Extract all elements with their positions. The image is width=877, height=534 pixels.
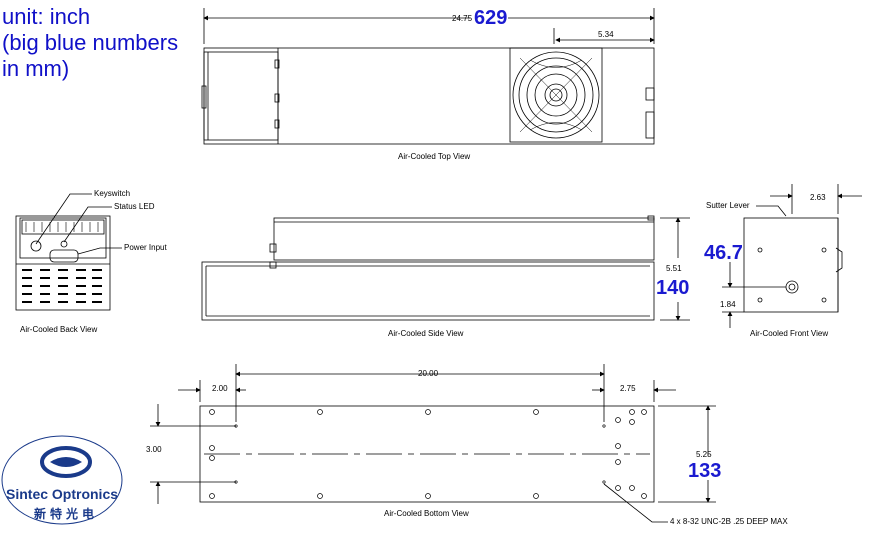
- unit-note-line1: unit: inch: [2, 4, 91, 29]
- keyswitch-label: Keyswitch: [94, 189, 131, 198]
- top-length-in: 24.75: [452, 14, 473, 23]
- unit-note: unit: inch (big blue numbers in mm): [2, 4, 178, 82]
- top-length-mm: 629: [474, 7, 508, 29]
- status-led-label: Status LED: [114, 202, 155, 211]
- logo-name: Sintec Optronics: [6, 486, 119, 502]
- logo-chinese: 新特光电: [34, 507, 99, 521]
- front-aperture-mm: 46.7: [704, 242, 743, 264]
- side-view-caption: Air-Cooled Side View: [388, 329, 464, 338]
- side-view-drawing: [201, 215, 690, 321]
- sintec-logo: [1, 435, 123, 525]
- bottom-row-spacing-in: 3.00: [146, 445, 162, 454]
- bottom-right-offset-in: 2.75: [620, 384, 636, 393]
- bottom-hole-span-in: 20.00: [418, 369, 439, 378]
- front-width-in: 2.63: [810, 193, 826, 202]
- bottom-view-drawing: [150, 364, 716, 523]
- bottom-width-in: 5.25: [696, 450, 712, 459]
- front-view-caption: Air-Cooled Front View: [750, 329, 829, 338]
- unit-note-line2: (big blue numbers: [2, 30, 179, 55]
- top-fan-offset-in: 5.34: [598, 30, 614, 39]
- unit-note-line3: in mm): [2, 56, 70, 81]
- bottom-left-offset-in: 2.00: [212, 384, 228, 393]
- bottom-width-mm: 133: [688, 460, 722, 482]
- bottom-view-caption: Air-Cooled Bottom View: [384, 509, 469, 518]
- thread-note: 4 x 8-32 UNC-2B .25 DEEP MAX: [670, 517, 788, 526]
- top-view-caption: Air-Cooled Top View: [398, 152, 471, 161]
- front-view-drawing: [722, 184, 862, 328]
- back-view-caption: Air-Cooled Back View: [20, 325, 98, 334]
- shutter-lever-label: Sutter Lever: [706, 201, 750, 210]
- back-view-drawing: [15, 193, 122, 311]
- side-height-in: 5.51: [666, 264, 682, 273]
- front-aperture-in: 1.84: [720, 300, 736, 309]
- side-height-mm: 140: [656, 277, 690, 299]
- top-view-drawing: [201, 8, 655, 145]
- power-input-label: Power Input: [124, 243, 167, 252]
